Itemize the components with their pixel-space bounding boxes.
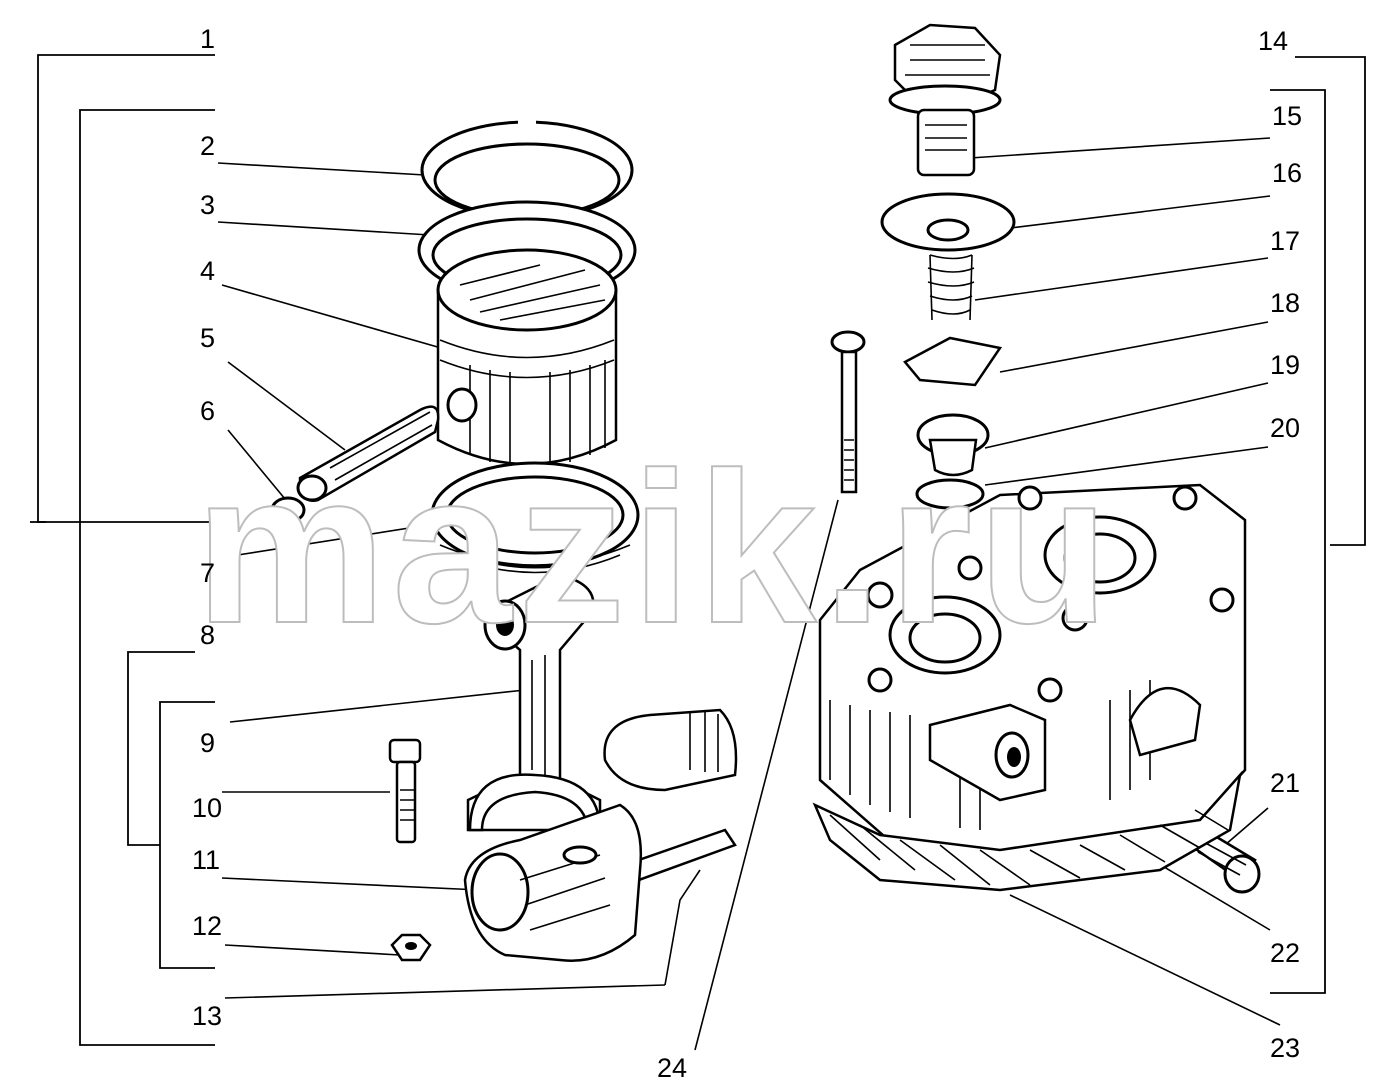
valve-plug: [888, 23, 1002, 177]
valve-plate: [903, 336, 1003, 387]
callout-2: 2: [200, 131, 216, 161]
callout-5: 5: [200, 323, 216, 353]
callout-16: 16: [1272, 158, 1303, 188]
callout-18: 18: [1270, 288, 1301, 318]
rod-bolt: [388, 738, 422, 844]
callout-24: 24: [657, 1053, 688, 1083]
piston-pin: [296, 405, 440, 502]
callout-12: 12: [192, 911, 223, 941]
callout-10: 10: [192, 793, 223, 823]
head-bolt: [830, 330, 866, 494]
callout-7: 7: [200, 558, 216, 588]
callout-1: 1: [200, 24, 216, 54]
callout-8: 8: [200, 620, 216, 650]
circlip: [270, 496, 306, 524]
bracket-14-inner: [1270, 89, 1326, 994]
oil-ring: [430, 461, 640, 574]
bracket-1: [37, 54, 215, 523]
watermark: mazik.ru: [194, 427, 1116, 668]
callout-11: 11: [192, 845, 221, 875]
callout-4: 4: [200, 256, 216, 286]
callout-6: 6: [200, 396, 216, 426]
callout-23: 23: [1270, 1033, 1301, 1063]
cylinder-head: [818, 483, 1247, 862]
valve-seat-disc: [880, 192, 1016, 252]
leader-lines: [217, 137, 1281, 1051]
piston-ring-upper: [420, 112, 634, 220]
group-brackets: [30, 54, 1366, 1046]
valve-guide: [916, 413, 990, 477]
o-ring: [915, 478, 985, 510]
bracket-14: [1295, 56, 1366, 546]
callout-13: 13: [192, 1001, 223, 1031]
head-gasket: [812, 770, 1243, 892]
bearing-shell-upper: [603, 708, 738, 887]
piston: [436, 248, 618, 466]
bracket-8: [127, 651, 195, 846]
valve-spring: [927, 254, 975, 321]
rod-cap: [463, 803, 642, 962]
callout-21: 21: [1270, 768, 1301, 798]
rod-nut: [390, 933, 432, 962]
callout-22: 22: [1270, 938, 1301, 968]
connecting-rod: [466, 573, 602, 832]
bracket-left-outer: [79, 109, 215, 1046]
callout-9: 9: [200, 728, 216, 758]
callout-17: 17: [1270, 226, 1301, 256]
callout-14: 14: [1258, 26, 1289, 56]
callout-19: 19: [1270, 350, 1301, 380]
callout-20: 20: [1270, 413, 1301, 443]
callout-15: 15: [1272, 101, 1303, 131]
callout-3: 3: [200, 190, 216, 220]
bracket-8-inner: [159, 701, 215, 969]
